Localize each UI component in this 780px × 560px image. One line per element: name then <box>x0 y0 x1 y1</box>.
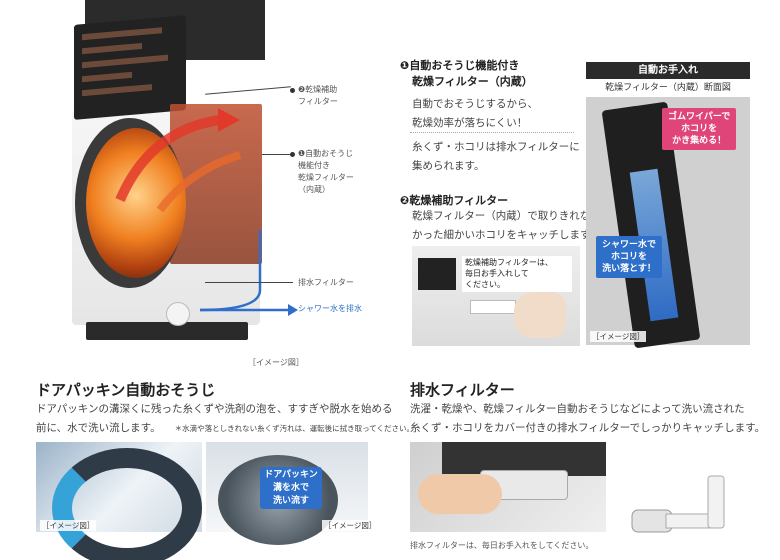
door-caption-left: ［イメージ図］ <box>40 520 97 531</box>
callout-shower: シャワー水を排水 <box>298 304 362 313</box>
door-section-body: ドアパッキンの溝深くに残った糸くずや洗剤の泡を、すすぎや脱水を始める 前に、水で… <box>36 403 415 434</box>
door-gasket <box>52 448 202 560</box>
care-panel-header: 自動お手入れ <box>586 62 750 79</box>
feature2-body: 乾燥フィルター（内蔵）で取りきれな かった細かいホコリをキャッチします。 <box>412 210 600 241</box>
drain-caption: 排水フィルターは、毎日お手入れをしてください。 <box>410 541 594 550</box>
aux-filter-note: 乾燥補助フィルターは、 毎日お手入れして ください。 <box>462 256 572 292</box>
feature2-title: ❷乾燥補助フィルター <box>400 194 509 207</box>
hand <box>418 474 502 514</box>
wiper-badge: ゴムワイパーで ホコリを かき集める！ <box>662 108 737 150</box>
drain-filter-port <box>166 302 190 326</box>
aux-filter-mesh <box>470 300 516 314</box>
door-caption-right: ［イメージ図］ <box>322 520 379 531</box>
care-panel-caption: ［イメージ図］ <box>590 331 647 342</box>
feature1-body2: 糸くず・ホコリは排水フィルターに 集められます。 <box>412 141 580 172</box>
illustration-caption: ［イメージ図］ <box>248 358 304 367</box>
washer-base <box>86 322 248 340</box>
shower-badge: シャワー水で ホコリを 洗い落とす！ <box>596 236 663 278</box>
callout-dryer-filter: ❶自動おそうじ 機能付き 乾燥フィルター （内蔵） <box>298 149 354 194</box>
feature1-body: 自動でおそうじするから、 乾燥効率が落ちにくい！ <box>412 98 538 129</box>
aux-filter-panel <box>418 258 456 290</box>
gasket-badge: ドアパッキン 溝を水で 洗い流す <box>260 467 322 509</box>
hand <box>514 292 566 338</box>
drain-section-body: 洗濯・乾燥や、乾燥フィルター自動おそうじなどによって洗い流された 糸くず・ホコリ… <box>410 403 766 434</box>
feature1-title: ❶自動おそうじ機能付き 乾燥フィルター（内蔵） <box>400 59 533 88</box>
care-panel-subheader: 乾燥フィルター（内蔵）断面図 <box>586 79 750 97</box>
door-section-title: ドアパッキン自動おそうじ <box>36 381 216 399</box>
callout-aux-filter: ❷乾燥補助 フィルター <box>298 85 338 106</box>
drain-filter-part <box>631 475 725 533</box>
callout-drain-filter: 排水フィルター <box>298 278 354 287</box>
airflow-arrows <box>115 108 242 213</box>
shower-water-line <box>199 230 298 316</box>
drain-section-title: 排水フィルター <box>410 381 515 399</box>
